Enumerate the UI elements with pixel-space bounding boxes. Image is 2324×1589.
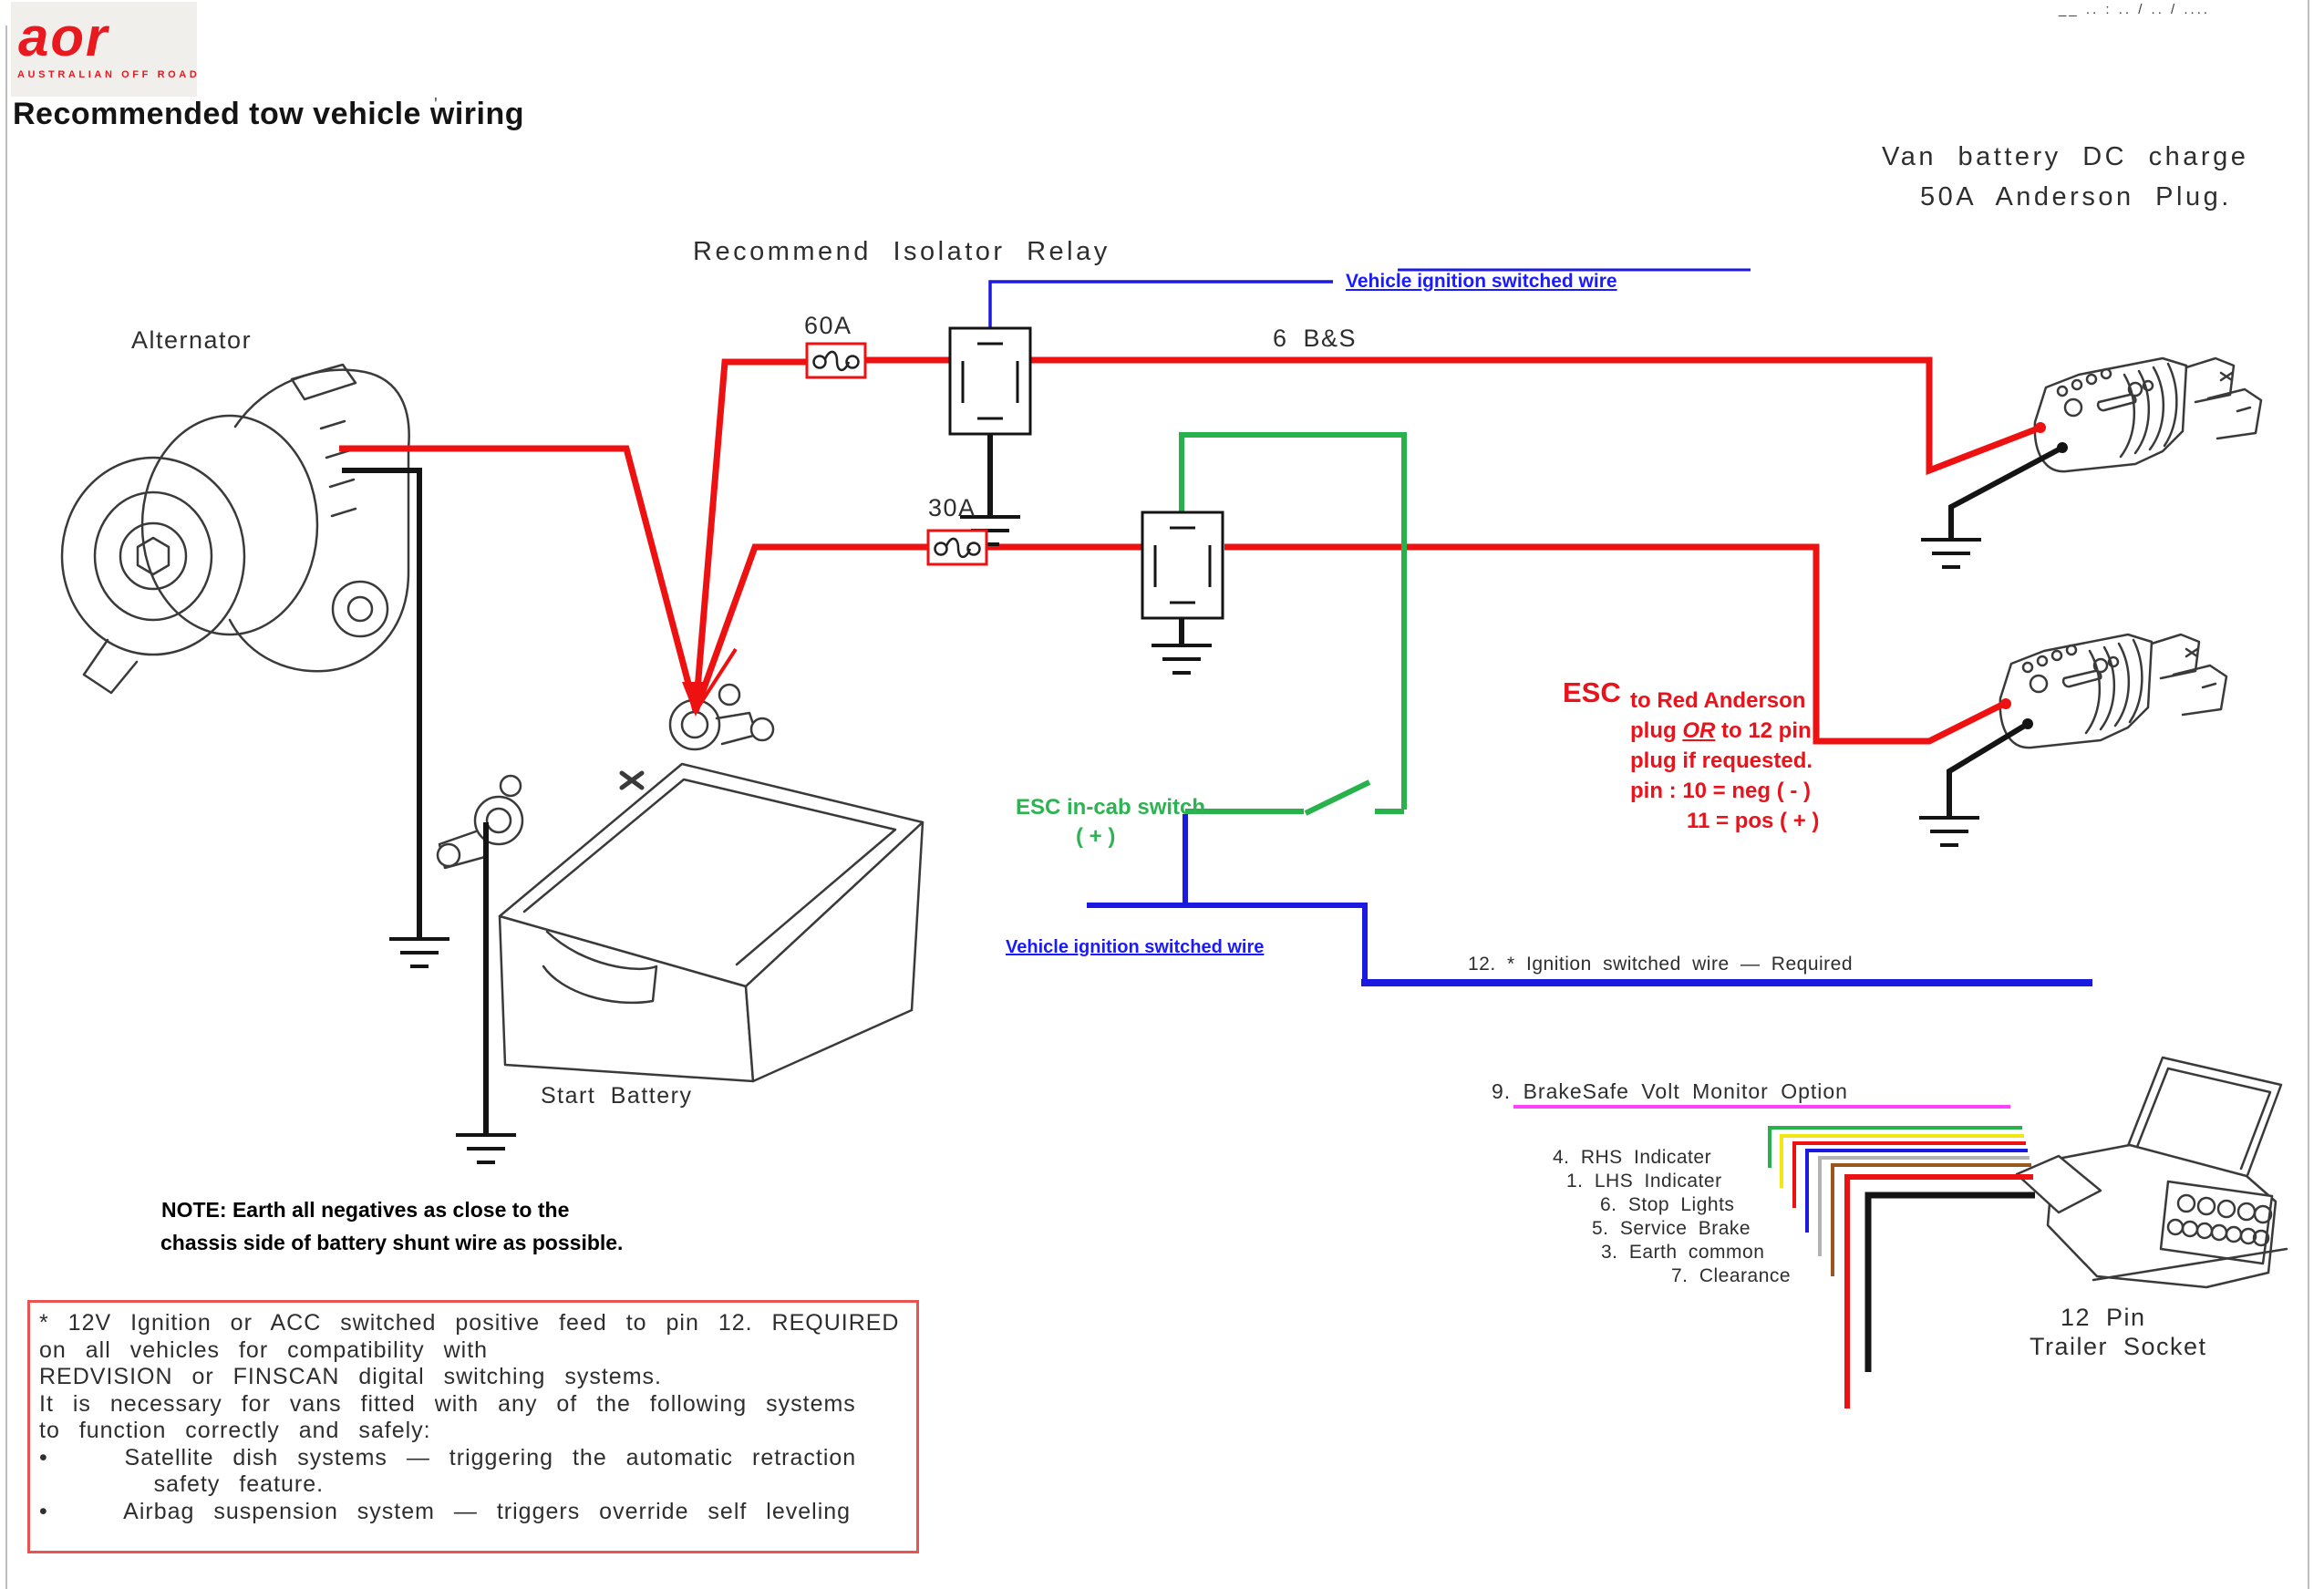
wire-gauge-label: 6 B&S xyxy=(1273,325,1358,352)
trailer-socket-sketch xyxy=(2015,1056,2288,1289)
brakesafe-label: 9. BrakeSafe Volt Monitor Option xyxy=(1492,1079,1848,1103)
start-battery-label: Start Battery xyxy=(541,1083,693,1109)
esc-switch-polarity: ( + ) xyxy=(1076,824,1116,849)
pin-label-service-brake: 5. Service Brake xyxy=(1592,1218,1751,1239)
cropped-date-text: __ .. : .. / .. / .... xyxy=(2059,2,2211,17)
van-battery-label: Van battery DC charge xyxy=(1882,142,2249,171)
page-border-right xyxy=(2308,0,2309,1589)
battery-terminal-arrowhead xyxy=(682,682,709,717)
note-box-line: • Satellite dish systems — triggering th… xyxy=(39,1444,857,1470)
esc-switch-label: ESC in-cab switch xyxy=(1016,795,1206,820)
ground-symbol-battery xyxy=(454,1133,518,1164)
fuse-30a-label: 30A xyxy=(928,494,976,521)
esc-note-line4: pin : 10 = neg ( - ) xyxy=(1630,779,1812,803)
note-box-line: REDVISION or FINSCAN digital switching s… xyxy=(39,1364,662,1389)
wire-power-black-thick xyxy=(1864,1192,2035,1372)
page-border-left xyxy=(5,26,7,1589)
fuse-60a-label: 60A xyxy=(804,312,852,339)
pin-label-stop-lights: 6. Stop Lights xyxy=(1600,1194,1735,1215)
isolator-relay-1 xyxy=(948,326,1032,436)
logo-tagline: AUSTRALIAN OFF ROAD xyxy=(17,69,201,80)
note-box-line: safety feature. xyxy=(39,1471,325,1497)
esc-note-line3: plug if requested. xyxy=(1630,748,1813,773)
ignition-note-box: * 12V Ignition or ACC switched positive … xyxy=(27,1300,919,1553)
trailer-socket-label: Trailer Socket xyxy=(2030,1333,2207,1360)
anderson-plug-label: 50A Anderson Plug. xyxy=(1920,182,2232,212)
pin12-required-label: 12. * Ignition switched wire — Required xyxy=(1468,954,1854,975)
fuse-60a-symbol xyxy=(805,342,867,379)
esc-heading: ESC xyxy=(1563,676,1621,708)
esc-note-line1: to Red Anderson xyxy=(1630,688,1806,713)
wire-relay1-ignition xyxy=(988,280,1333,328)
wire-battery-arrow-stub xyxy=(694,647,738,713)
note-box-line: to function correctly and safely: xyxy=(39,1418,431,1443)
wire-ignition-bottom xyxy=(1087,814,1368,981)
wire-esc-loop xyxy=(1179,432,1407,810)
ignition-wire-link-bottom[interactable]: Vehicle ignition switched wire xyxy=(1006,937,1265,957)
pin-label-lhs-indicator: 1. LHS Indicater xyxy=(1566,1171,1722,1192)
twelve-pin-label: 12 Pin xyxy=(2061,1304,2146,1331)
esc-note-or: OR xyxy=(1682,718,1716,743)
pin-label-rhs-indicator: 4. RHS Indicater xyxy=(1553,1147,1712,1168)
isolator-relay-heading: Recommend Isolator Relay xyxy=(693,237,1110,266)
aor-logo: aor xyxy=(18,6,109,67)
earth-note-line2: chassis side of battery shunt wire as po… xyxy=(160,1231,624,1254)
green-wires xyxy=(1179,432,1407,816)
wire-relay2-to-plug2 xyxy=(1224,543,2006,745)
logo-background xyxy=(11,2,197,97)
esc-note-line5: 11 = pos ( + ) xyxy=(1687,809,1820,833)
black-wires xyxy=(342,434,2064,1164)
title-tick-mark: ' xyxy=(434,95,438,115)
component-sketches xyxy=(60,356,2288,1289)
anderson-plug-bottom-sketch xyxy=(1999,633,2228,749)
fuse-30a-symbol xyxy=(926,529,988,566)
anderson-plug-top-sketch xyxy=(2033,356,2263,473)
wire-pin1-yellow xyxy=(1780,1134,2024,1188)
page-title: Recommended tow vehicle wiring xyxy=(13,97,525,131)
trailer-wires xyxy=(1768,1126,2035,1408)
esc-note-line2-post: to 12 pin xyxy=(1715,718,1812,743)
esc-note-line2-pre: plug xyxy=(1630,718,1683,743)
wire-pin7-brown xyxy=(1831,1163,2031,1276)
pin-label-clearance: 7. Clearance xyxy=(1671,1265,1792,1286)
wire-power-red-thick xyxy=(1844,1174,2033,1408)
alternator-label: Alternator xyxy=(131,326,253,354)
wire-pin6-red xyxy=(1792,1141,2026,1208)
wire-battery-to-60a-fuse xyxy=(692,358,807,712)
note-box-line: on all vehicles for compatibility with xyxy=(39,1336,489,1363)
ground-symbol-plug1 xyxy=(1919,538,1983,569)
blue-wires xyxy=(988,268,2092,986)
ground-symbol-relay2 xyxy=(1150,644,1214,675)
wire-alternator-earth xyxy=(342,468,422,937)
ground-symbol-plug2 xyxy=(1917,816,1981,847)
wire-pin5-blue xyxy=(1805,1149,2028,1233)
note-box-line: * 12V Ignition or ACC switched positive … xyxy=(39,1310,900,1336)
esc-switch-blade xyxy=(1304,779,1371,816)
start-battery-sketch xyxy=(436,683,924,1083)
wire-plug2-earth xyxy=(1947,721,2030,816)
wire-6bs-relay1-to-plug xyxy=(1028,356,2042,476)
red-wires xyxy=(339,356,2042,745)
wire-plug1-earth xyxy=(1948,445,2064,538)
wire-alternator-to-battery xyxy=(339,445,699,712)
earth-note-line1: NOTE: Earth all negatives as close to th… xyxy=(161,1198,570,1222)
wire-battery-to-30a-fuse xyxy=(692,543,928,713)
ignition-wire-link-top[interactable]: Vehicle ignition switched wire xyxy=(1346,271,1617,292)
isolator-relay-2 xyxy=(1141,511,1224,620)
wire-pin4-green xyxy=(1768,1126,2022,1168)
pin-label-earth-common: 3. Earth common xyxy=(1601,1242,1765,1263)
wire-pin3-gray xyxy=(1818,1156,2030,1256)
esc-note-line2: plug OR to 12 pin xyxy=(1630,716,1812,746)
alternator-sketch xyxy=(60,363,410,695)
note-box-line: It is necessary for vans fitted with any… xyxy=(39,1390,856,1417)
ground-symbol-alternator xyxy=(387,937,451,968)
note-box-line: • Airbag suspension system — triggers ov… xyxy=(39,1498,852,1524)
